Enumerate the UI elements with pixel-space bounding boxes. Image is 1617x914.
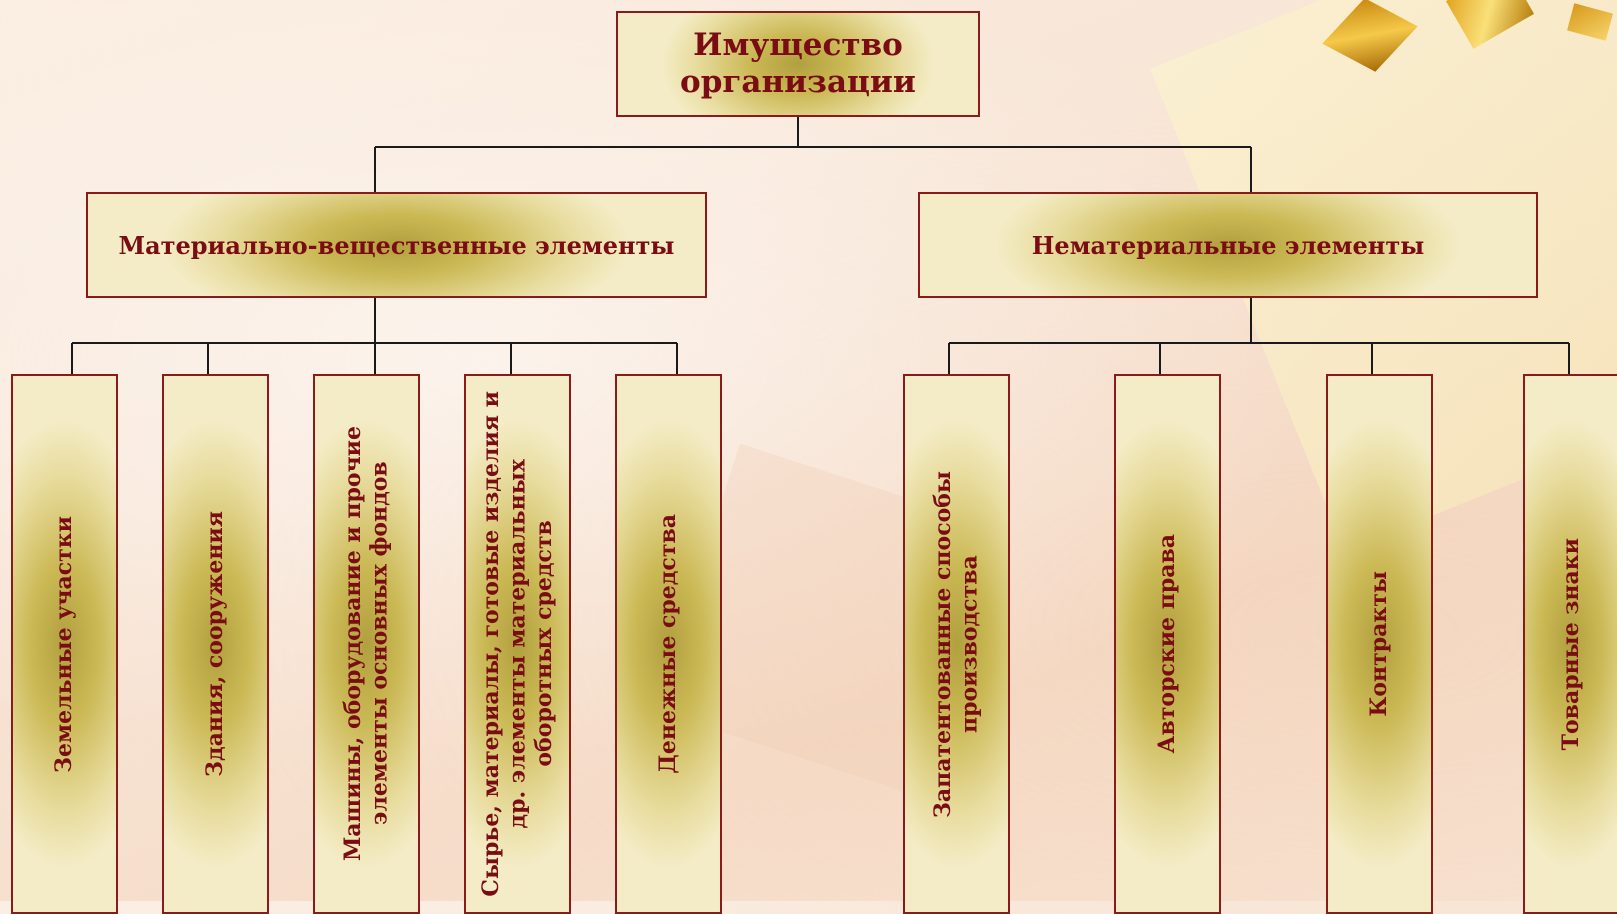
branch-node-label: Нематериальные элементы <box>1031 230 1425 260</box>
root-node: Имущество организации <box>616 11 980 117</box>
leaf-node-copyrights: Авторские права <box>1114 374 1221 914</box>
leaf-node-land: Земельные участки <box>11 374 118 914</box>
root-connector <box>374 117 1252 192</box>
right-branch-connector <box>948 298 1570 374</box>
leaf-node-cash: Денежные средства <box>615 374 722 914</box>
leaf-node-label: Сырье, материалы, готовые изделия и др. … <box>477 391 557 897</box>
branch-node-intangible: Нематериальные элементы <box>918 192 1538 298</box>
leaf-node-label: Авторские права <box>1154 534 1181 754</box>
leaf-node-machinery: Машины, оборудование и прочие элементы о… <box>313 374 420 914</box>
leaf-node-label: Контракты <box>1366 571 1393 717</box>
branch-node-material: Материально-вещественные элементы <box>86 192 707 298</box>
leaf-node-label: Товарные знаки <box>1557 537 1584 751</box>
leaf-node-patents: Запатентованные способы производства <box>903 374 1010 914</box>
root-node-label: Имущество организации <box>680 26 916 100</box>
leaf-node-label: Земельные участки <box>51 515 78 773</box>
left-branch-connector <box>71 298 678 374</box>
leaf-node-buildings: Здания, сооружения <box>162 374 269 914</box>
leaf-node-label: Запатентованные способы производства <box>930 470 983 818</box>
leaf-node-trademarks: Товарные знаки <box>1523 374 1617 914</box>
leaf-node-raw-materials: Сырье, материалы, готовые изделия и др. … <box>464 374 571 914</box>
leaf-node-label: Машины, оборудование и прочие элементы о… <box>340 426 393 862</box>
leaf-node-contracts: Контракты <box>1326 374 1433 914</box>
branch-node-label: Материально-вещественные элементы <box>118 230 675 260</box>
leaf-node-label: Денежные средства <box>655 514 682 774</box>
leaf-node-label: Здания, сооружения <box>202 511 229 777</box>
